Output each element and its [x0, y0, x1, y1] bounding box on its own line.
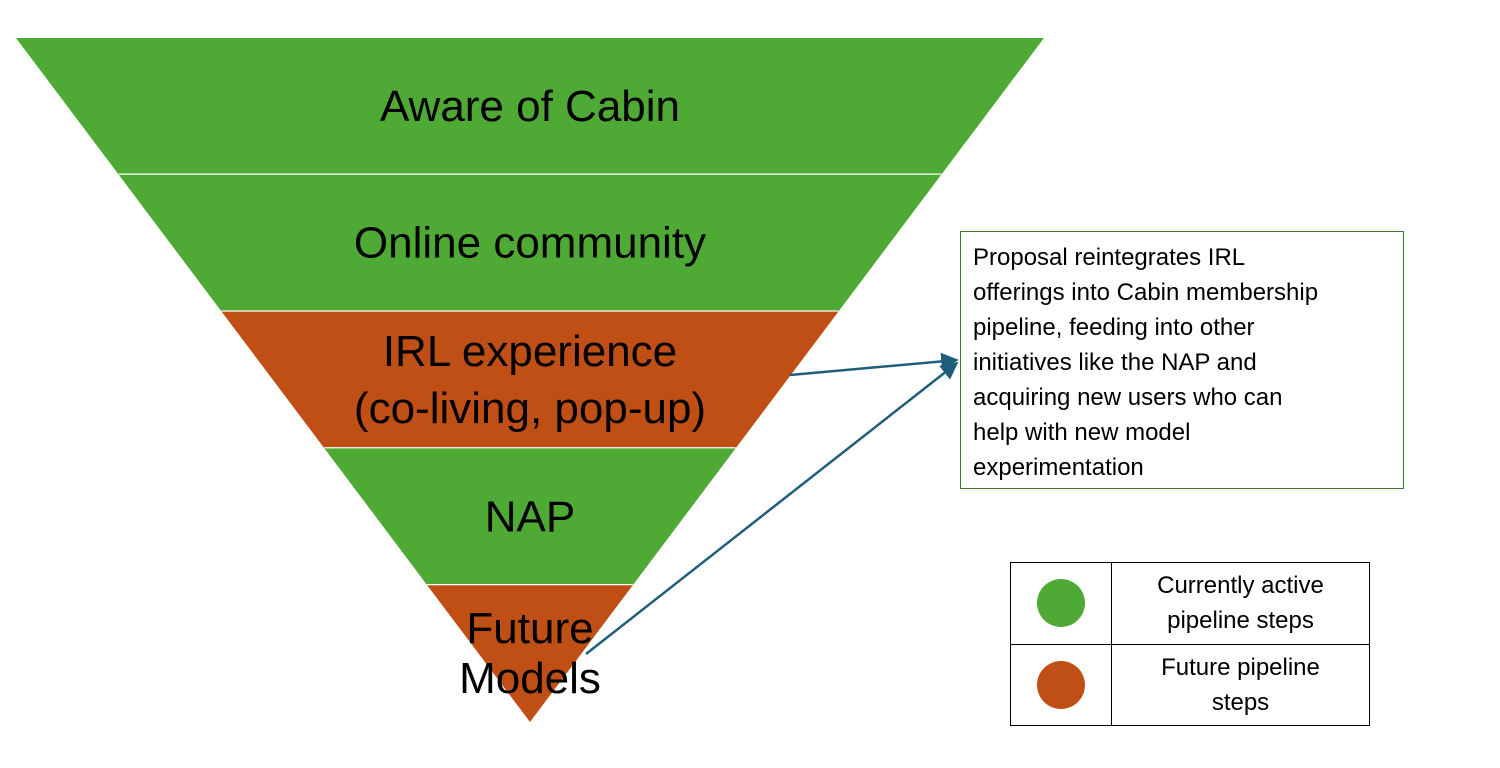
- legend-label-line: steps: [1211, 688, 1270, 716]
- callout-line-3: pipeline, feeding into other: [973, 314, 1255, 341]
- callout-line-2: offerings into Cabin membership: [973, 279, 1319, 306]
- active-swatch-icon: [1037, 579, 1085, 628]
- funnel-level-2: [118, 174, 942, 312]
- funnel-level-3: [221, 311, 839, 449]
- irl-to-callout-arrow: [789, 352, 959, 377]
- callout-line-6: help with new model: [973, 419, 1191, 446]
- legend-label-line: Future pipeline: [1161, 653, 1320, 681]
- funnel-level-5: [427, 585, 633, 722]
- funnel-level-3-label: IRL experience: [383, 327, 677, 376]
- legend-label-line: Currently active: [1157, 572, 1324, 600]
- legend-swatch-cell: [1010, 562, 1112, 645]
- legend-swatch-cell: [1010, 643, 1112, 726]
- legend-row-future: Future pipeline steps: [1010, 643, 1370, 726]
- callout-line-4: initiatives like the NAP and: [973, 349, 1257, 376]
- callout-line-7: experimentation: [973, 454, 1144, 481]
- funnel-level-1: [16, 38, 1044, 175]
- legend-label-active: Currently active pipeline steps: [1111, 562, 1370, 645]
- funnel-level-2-label: Online community: [354, 219, 706, 268]
- legend-table: Currently active pipeline steps Future p…: [1010, 562, 1370, 726]
- funnel-level-3-label: (co-living, pop-up): [354, 384, 706, 433]
- future-models-to-callout-arrow: [585, 361, 959, 655]
- funnel-level-4-label: NAP: [485, 492, 575, 541]
- funnel-level-4: [324, 448, 736, 586]
- callout-line-1: Proposal reintegrates IRL: [973, 244, 1246, 271]
- legend-label-future: Future pipeline steps: [1111, 643, 1370, 726]
- callout-box: Proposal reintegrates IRL offerings into…: [960, 231, 1404, 489]
- callout-line-5: acquiring new users who can: [973, 384, 1283, 411]
- legend-label-line: pipeline steps: [1167, 607, 1314, 635]
- funnel-level-1-label: Aware of Cabin: [380, 82, 680, 131]
- funnel-level-5-label: Future: [466, 604, 593, 653]
- future-swatch-icon: [1037, 660, 1085, 709]
- funnel-level-5-label: Models: [459, 654, 601, 703]
- legend-row-active: Currently active pipeline steps: [1010, 562, 1370, 645]
